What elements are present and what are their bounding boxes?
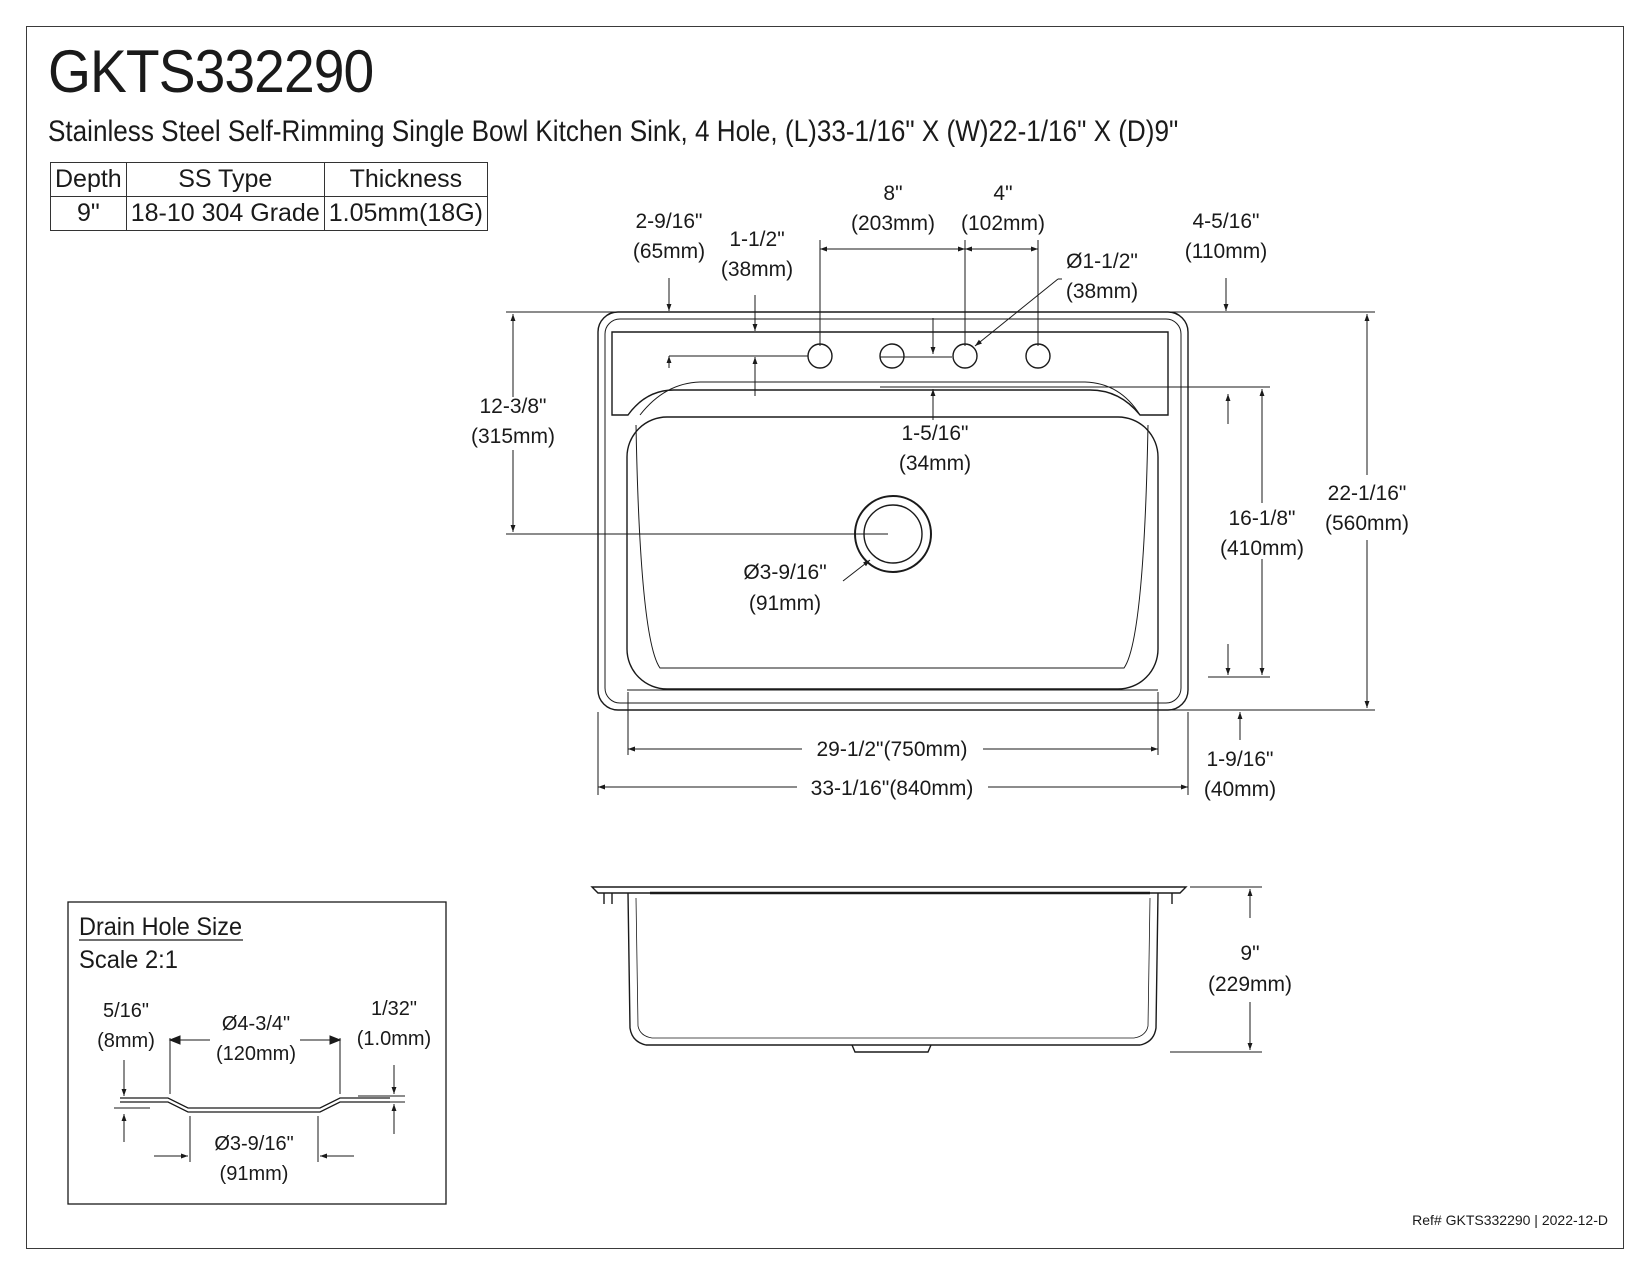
product-description: Stainless Steel Self-Rimming Single Bowl… [48, 115, 1179, 148]
dim-deck-offset-mm: (38mm) [721, 258, 793, 281]
dim-depth-in: 9" [1240, 942, 1259, 965]
faucet-hole-3 [952, 343, 978, 369]
bowl-floor-line [635, 424, 1149, 669]
bowl-outline [626, 416, 1159, 690]
top-view-dimension-lines [506, 240, 1375, 795]
sink-inner-rim [604, 318, 1182, 704]
drain-profile [120, 1097, 390, 1113]
dim-faucet-hole-dia-mm: (38mm) [1066, 280, 1138, 303]
dim-front-to-drain-in: 12-3/8" [480, 395, 547, 418]
faucet-hole-2 [879, 343, 905, 369]
dim-drain-dia-in: Ø3-9/16" [743, 561, 826, 584]
inset-scale: Scale 2:1 [79, 946, 178, 974]
inset-flange-depth-mm: (8mm) [97, 1030, 155, 1052]
bowl-top-edge [639, 381, 1141, 416]
drawing-reference: Ref# GKTS332290 | 2022-12-D [1412, 1212, 1608, 1228]
dim-left-offset-in: 2-9/16" [636, 210, 703, 233]
inset-dimension-lines [114, 1035, 405, 1162]
dim-rear-rim-mm: (40mm) [1204, 778, 1276, 801]
dim-front-to-drain-mm: (315mm) [471, 425, 555, 448]
spec-value-row: 9" 18-10 304 Grade 1.05mm(18G) [50, 196, 488, 231]
dim-deck-offset-in: 1-1/2" [729, 228, 784, 251]
dim-hole-to-bowl-in: 1-5/16" [902, 422, 969, 445]
inset-inner-dia-in: Ø3-9/16" [214, 1133, 293, 1155]
dim-hole-spacing-4-mm: (102mm) [961, 212, 1045, 235]
inset-flange-depth-in: 5/16" [103, 1000, 149, 1022]
dim-bowl-width-in: 16-1/8" [1229, 507, 1296, 530]
dimension-labels: 8" (203mm) 4" (102mm) 2-9/16" (65mm) 1-1… [97, 182, 1409, 1185]
dim-left-offset-mm: (65mm) [633, 240, 705, 263]
dim-hole-to-bowl-mm: (34mm) [899, 452, 971, 475]
dim-bowl-width-mm: (410mm) [1220, 537, 1304, 560]
drawing-border [26, 26, 1624, 1249]
model-number: GKTS332290 [48, 38, 374, 105]
drain-hole-inset: Drain Hole Size Scale 2:1 [67, 901, 447, 1205]
faucet-hole-4 [1025, 343, 1051, 369]
spec-value-thickness: 1.05mm(18G) [323, 196, 488, 231]
spec-header-depth: Depth [50, 162, 127, 197]
sink-top-view [597, 311, 1189, 711]
side-view-dimension-lines [1170, 886, 1262, 1053]
dim-hole-spacing-8-in: 8" [883, 182, 902, 205]
dim-right-offset-in: 4-5/16" [1193, 210, 1260, 233]
side-bowl [627, 892, 1159, 1046]
inset-title: Drain Hole Size [79, 913, 242, 941]
inset-outer-dia-mm: (120mm) [216, 1043, 296, 1065]
dim-hole-spacing-4-in: 4" [993, 182, 1012, 205]
inset-thickness-mm: (1.0mm) [357, 1028, 431, 1050]
dim-overall-width-mm: (560mm) [1325, 512, 1409, 535]
dim-faucet-hole-dia: Ø1-1/2" [1066, 250, 1138, 273]
dim-hole-spacing-8-mm: (203mm) [851, 212, 935, 235]
spec-value-depth: 9" [50, 196, 127, 231]
dim-overall-width-in: 22-1/16" [1328, 482, 1407, 505]
side-bowl-inner [635, 897, 1151, 1039]
sink-side-view [590, 886, 1188, 1053]
spec-header-ss-type: SS Type [125, 162, 325, 197]
inset-inner-dia-mm: (91mm) [220, 1163, 289, 1185]
inset-thickness-in: 1/32" [371, 998, 417, 1020]
spec-table: Depth SS Type Thickness 9" 18-10 304 Gra… [50, 162, 488, 231]
dim-overall-length: 33-1/16"(840mm) [811, 777, 974, 800]
sink-outer-rim [597, 311, 1189, 711]
dim-bowl-length: 29-1/2"(750mm) [816, 738, 967, 761]
side-drain-stub [851, 1044, 932, 1053]
dim-drain-dia-mm: (91mm) [749, 592, 821, 615]
dim-rear-rim-in: 1-9/16" [1207, 748, 1274, 771]
faucet-hole-1 [807, 343, 833, 369]
inset-border [67, 901, 447, 1205]
inset-outer-dia-in: Ø4-3/4" [222, 1013, 290, 1035]
side-rim [590, 886, 1188, 894]
dim-depth-mm: (229mm) [1208, 973, 1292, 996]
dim-right-offset-mm: (110mm) [1185, 240, 1267, 263]
spec-value-ss-type: 18-10 304 Grade [125, 196, 325, 231]
